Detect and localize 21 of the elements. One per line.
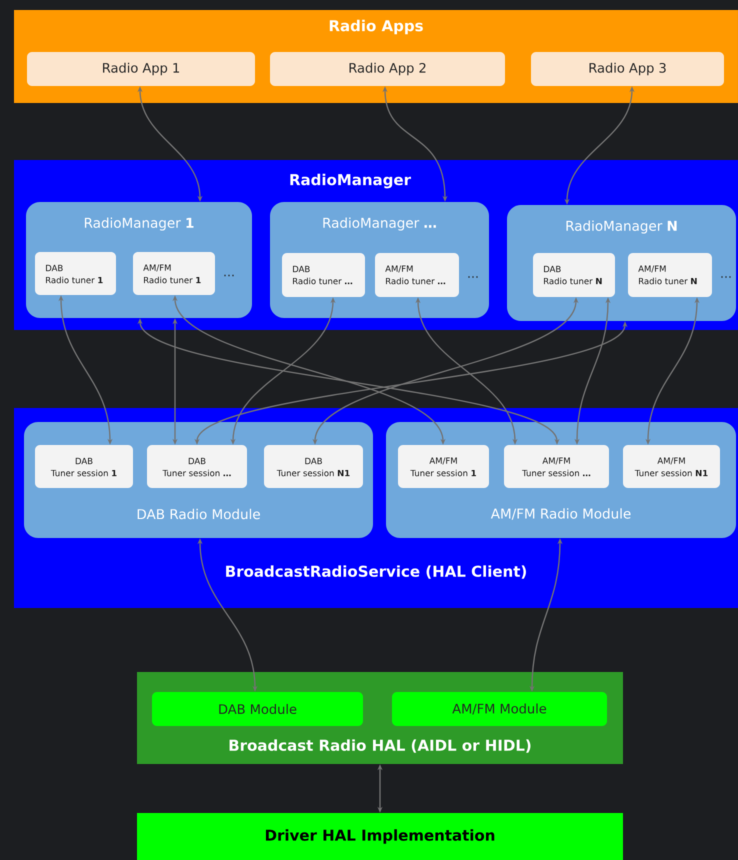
ellipsis-text: … bbox=[721, 276, 731, 278]
ellipsis-text: … bbox=[224, 274, 234, 276]
tuner-box: AM/FM Radio tuner N bbox=[628, 253, 712, 297]
session-box: AM/FM Tuner session N1 bbox=[623, 445, 720, 488]
tuner-box: DAB Radio tuner N bbox=[533, 253, 615, 297]
session-box: AM/FM Tuner session 1 bbox=[398, 445, 489, 488]
session-box: DAB Tuner session 1 bbox=[35, 445, 133, 488]
tuner-box: AM/FM Radio tuner … bbox=[375, 253, 459, 297]
session-box: DAB Tuner session … bbox=[147, 445, 247, 488]
app-box: Radio App 2 bbox=[270, 52, 505, 86]
session-box: AM/FM Tuner session … bbox=[504, 445, 609, 488]
app-box: Radio App 3 bbox=[531, 52, 724, 86]
app-box: Radio App 1 bbox=[27, 52, 255, 86]
module-box: DAB Module bbox=[152, 692, 363, 726]
ellipsis-text: … bbox=[468, 276, 478, 278]
tuner-box: DAB Radio tuner … bbox=[282, 253, 365, 297]
tuner-box: AM/FM Radio tuner 1 bbox=[133, 252, 215, 295]
implementation-box: Driver HAL Implementation bbox=[137, 813, 623, 860]
module-box: AM/FM Module bbox=[392, 692, 607, 726]
tuner-box: DAB Radio tuner 1 bbox=[35, 252, 116, 295]
session-box: DAB Tuner session N1 bbox=[264, 445, 363, 488]
